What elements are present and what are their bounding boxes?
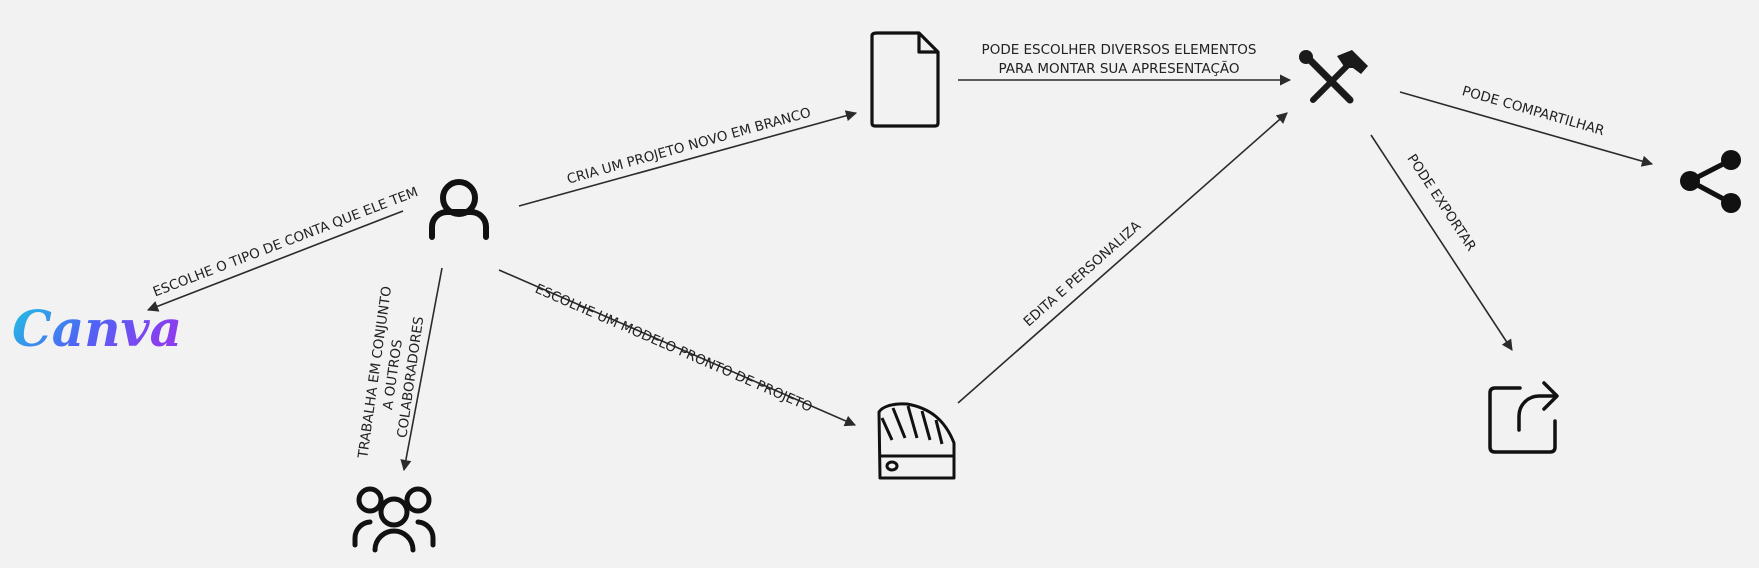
tools-icon xyxy=(1299,50,1368,104)
arrow-account-type xyxy=(146,210,404,312)
arrow-customize xyxy=(957,112,1288,404)
group-icon xyxy=(352,486,436,553)
label-account-type: ESCOLHE O TIPO DE CONTA QUE ELE TEM xyxy=(151,184,421,300)
label-collab: TRABALHA EM CONJUNTO A OUTROS COLABORADO… xyxy=(355,285,427,460)
arrow-template xyxy=(498,269,857,427)
arrow-new-project xyxy=(518,110,858,207)
document-icon xyxy=(870,31,940,128)
label-elements-line1: PODE ESCOLHER DIVERSOS ELEMENTOS xyxy=(982,42,1257,58)
share-icon xyxy=(1680,150,1741,213)
canva-logo: Canva xyxy=(12,299,182,358)
label-template: ESCOLHE UM MODELO PRONTO DE PROJETO xyxy=(532,281,814,416)
export-icon xyxy=(1488,381,1559,454)
arrow-export xyxy=(1370,134,1513,351)
arrow-share xyxy=(1399,91,1654,167)
color-swatch-icon xyxy=(877,402,956,480)
user-icon xyxy=(429,179,489,240)
label-new-project: CRIA UM PROJETO NOVO EM BRANCO xyxy=(565,105,812,188)
label-elements-line2: PARA MONTAR SUA APRESENTAÇÃO xyxy=(998,60,1239,77)
arrow-collab xyxy=(400,267,443,472)
label-customize: EDITA E PERSONALIZA xyxy=(1020,217,1144,330)
